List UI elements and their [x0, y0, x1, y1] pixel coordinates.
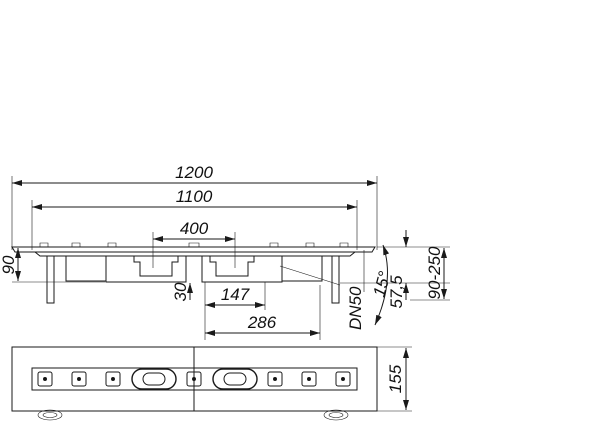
- elevation-view: 1200 1100 400 90 30 147 286 DN50: [0, 163, 450, 340]
- pipe-size-label: DN50: [346, 286, 365, 330]
- dim-147: 147: [221, 285, 250, 304]
- dim-90-250: 90-250: [425, 246, 444, 299]
- dim-400: 400: [180, 219, 209, 238]
- dim-90: 90: [0, 255, 18, 274]
- dim-1200: 1200: [175, 163, 213, 182]
- leveling-feet: [37, 409, 349, 421]
- dim-155: 155: [386, 364, 405, 393]
- angle-arc: [374, 244, 390, 326]
- dim-1100: 1100: [176, 187, 213, 206]
- dim-57-5: 57,5: [387, 275, 406, 309]
- plan-view: 155: [11, 346, 412, 421]
- dim-286: 286: [247, 313, 277, 332]
- dim-30: 30: [171, 282, 190, 301]
